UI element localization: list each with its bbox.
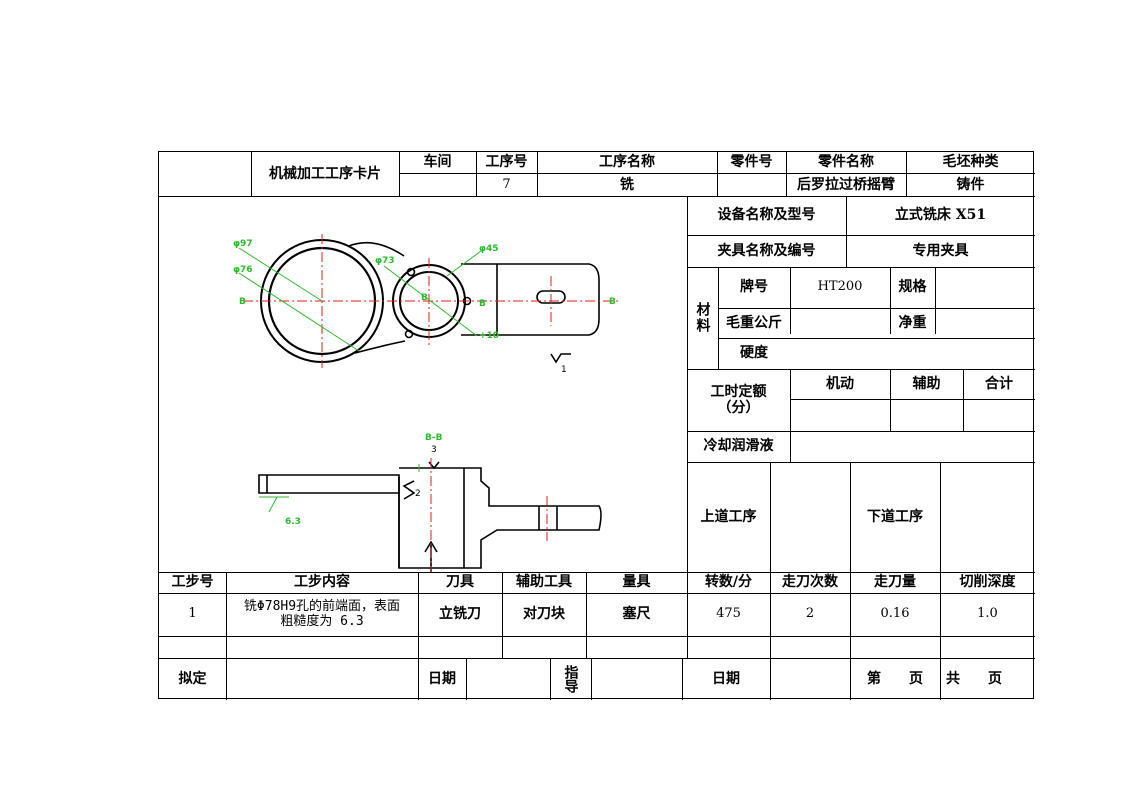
section-label: B-B: [425, 433, 443, 443]
card-title: 机械加工工序卡片: [269, 165, 381, 182]
col-tool: 刀具: [446, 574, 474, 591]
row1-gauge: 塞尺: [622, 606, 651, 623]
col-depth: 切削深度: [959, 574, 1016, 591]
dim-dia73: φ73: [375, 256, 395, 266]
page-no-label: 第 页: [867, 670, 923, 687]
blank-type-label: 毛坯种类: [942, 154, 999, 171]
net-weight-label: 净重: [898, 314, 927, 331]
process-card: 机械加工工序卡片 车间 工序号 工序名称 零件号 零件名称 毛坯种类 7 铣 后…: [158, 151, 1035, 700]
spec-label: 规格: [898, 279, 927, 296]
row1-depth: 1.0: [977, 606, 998, 622]
gross-weight-value: [790, 308, 890, 338]
col-step-no: 工步号: [171, 574, 214, 591]
coolant-label: 冷却润滑液: [703, 438, 774, 455]
time-quota-unit: （分）: [717, 400, 760, 416]
col-step-content: 工步内容: [294, 574, 350, 591]
part-no-value: [717, 174, 786, 196]
material-label: 材料: [694, 302, 711, 334]
row1-rpm: 475: [716, 606, 741, 622]
blank-type-value: 铸件: [956, 176, 985, 193]
col-gauge: 量具: [622, 574, 651, 591]
fixture-value: 专用夹具: [912, 242, 969, 259]
part-no-label: 零件号: [730, 154, 773, 171]
row1-content-line1: 铣Φ78H9孔的前端面，表面: [243, 598, 401, 614]
dim-dia97: φ97: [233, 239, 253, 249]
row1-content: 铣Φ78H9孔的前端面，表面 粗糙度为 6.3: [226, 593, 418, 636]
equip-value: 立式铣床 X51: [894, 207, 987, 224]
surface-mark-1: 1: [561, 365, 567, 375]
section-mark-d: B: [609, 297, 616, 307]
row1-content-line2: 粗糙度为 6.3: [280, 613, 364, 629]
date-label-1: 日期: [428, 670, 456, 687]
part-name-value: 后罗拉过桥摇臂: [797, 176, 895, 193]
hardness-value: [790, 338, 1035, 369]
col-aux-tool: 辅助工具: [516, 574, 572, 591]
surface-mark-3: 3: [431, 445, 437, 455]
hardness-label: 硬度: [740, 345, 768, 362]
equip-label: 设备名称及型号: [717, 207, 816, 224]
section-mark-b: B: [421, 293, 428, 303]
fixture-label: 夹具名称及编号: [717, 242, 816, 259]
section-mark-c: B: [479, 299, 486, 309]
prev-process-label: 上道工序: [700, 508, 757, 525]
grade-value: HT200: [817, 279, 863, 295]
col-rpm: 转数/分: [704, 574, 753, 591]
note-plus10: +10: [479, 331, 499, 341]
drafted-label: 拟定: [178, 670, 207, 687]
part-drawing: φ97 φ76 φ73 φ45 B B B B +10 B-B 6.3 1 3 …: [233, 234, 619, 572]
spec-value: [935, 267, 1035, 308]
surface-mark-2: 2: [415, 489, 421, 499]
dim-dia76: φ76: [233, 265, 253, 275]
gross-weight-label: 毛重公斤: [726, 314, 782, 331]
op-name-label: 工序名称: [599, 154, 655, 171]
op-name-value: 铣: [620, 176, 634, 193]
part-name-label: 零件名称: [818, 154, 874, 171]
net-weight-value: [935, 308, 1035, 338]
col-passes: 走刀次数: [782, 574, 838, 591]
time-quota-label: 工时定额: [710, 383, 767, 400]
row1-feed: 0.16: [880, 606, 910, 622]
total-time-label: 合计: [985, 375, 1013, 392]
next-process-label: 下道工序: [867, 508, 923, 525]
col-feed: 走刀量: [874, 574, 916, 591]
row1-step-no: 1: [188, 606, 197, 622]
guide-label: 指导: [562, 665, 579, 693]
op-no-value: 7: [502, 176, 511, 192]
aux-time-label: 辅助: [912, 375, 941, 392]
op-no-label: 工序号: [485, 154, 528, 171]
section-mark-a: B: [239, 297, 246, 307]
time-quota-cell: 工时定额 （分）: [687, 369, 790, 431]
dim-dia45: φ45: [479, 244, 499, 254]
row1-passes: 2: [805, 606, 815, 622]
row1-aux-tool: 对刀块: [523, 606, 565, 623]
grade-label: 牌号: [740, 279, 768, 296]
workshop-value: [399, 174, 476, 196]
row1-tool: 立铣刀: [439, 606, 481, 623]
date-label-2: 日期: [712, 670, 740, 687]
page-total-label: 共 页: [946, 670, 1002, 687]
machine-time-label: 机动: [826, 375, 854, 392]
roughness-63: 6.3: [285, 517, 301, 527]
workshop-label: 车间: [423, 154, 452, 171]
